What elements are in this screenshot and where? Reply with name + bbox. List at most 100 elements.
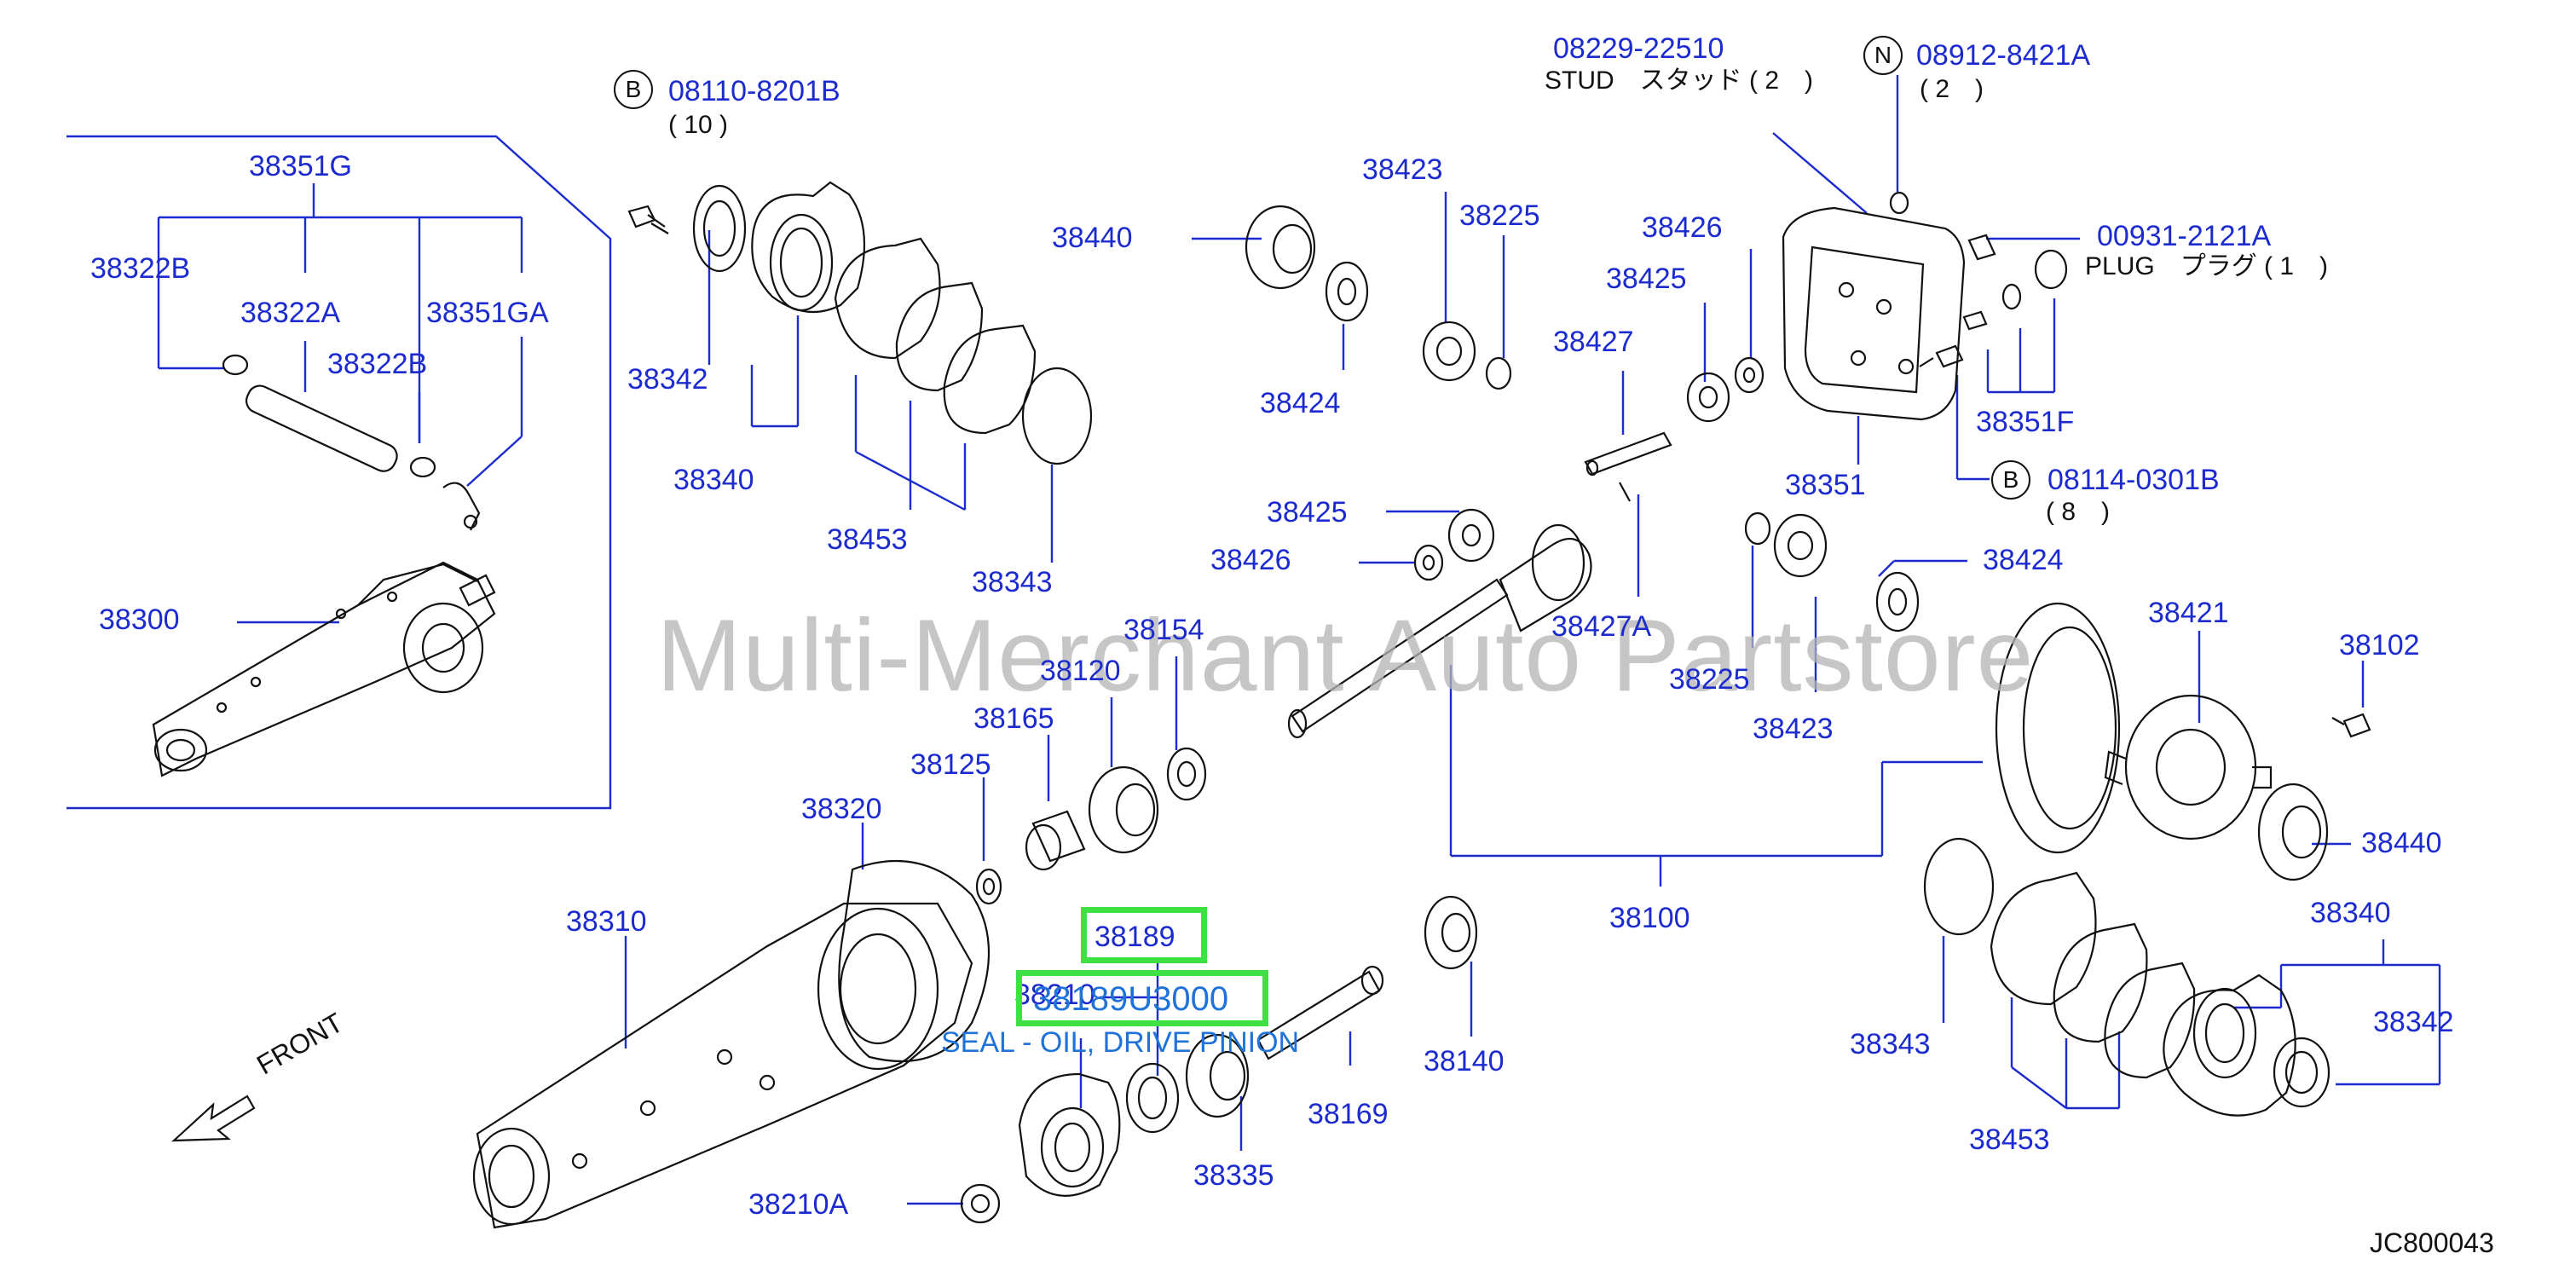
part-label-38342-a[interactable]: 38342 (627, 363, 708, 396)
oring-38343-drawing (1021, 367, 1093, 465)
part-label-38310[interactable]: 38310 (566, 905, 647, 938)
plug-part-label[interactable]: 00931-2121A (2097, 220, 2272, 252)
part-label-38300[interactable]: 38300 (99, 604, 180, 636)
bolt-38102-drawing (2331, 713, 2371, 738)
highlight-box-38189[interactable] (1081, 907, 1207, 963)
inset-axle-drawing (152, 561, 496, 777)
part-label-38322B-a[interactable]: 38322B (90, 252, 191, 285)
pin-38427A-drawing (1619, 482, 1631, 502)
part-label-38453-b[interactable]: 38453 (1969, 1123, 2050, 1156)
part-label-38210[interactable]: 38210 (1014, 979, 1095, 1011)
nut-n-qty: ( 2 ) (1920, 75, 1984, 103)
part-label-38154[interactable]: 38154 (1123, 614, 1204, 646)
highlight-description: SEAL - OIL, DRIVE PINION (941, 1026, 1300, 1059)
part-label-38425-b[interactable]: 38425 (1267, 496, 1348, 529)
bolt-b2-part-label[interactable]: 08114-0301B (2048, 464, 2220, 496)
flange-38210-drawing (1018, 1072, 1121, 1197)
oring-38343b-drawing (1923, 837, 1995, 936)
part-label-38351GA[interactable]: 38351GA (426, 297, 549, 329)
bolt-b2-qty: ( 8 ) (2046, 498, 2110, 526)
nut-n-part-label[interactable]: 08912-8421A (1916, 39, 2091, 72)
spacer-38169-drawing (1256, 965, 1384, 1060)
seal-38342-drawing (692, 184, 747, 273)
part-label-38421[interactable]: 38421 (2148, 597, 2229, 629)
bearing-38440-drawing (1245, 205, 1316, 290)
part-label-38453-a[interactable]: 38453 (827, 523, 908, 556)
shims-38453b-drawing (1990, 871, 2196, 1079)
part-label-38351[interactable]: 38351 (1785, 469, 1866, 501)
stud-description: STUD スタッド ( 2 ) (1545, 66, 1813, 95)
nut-38210A-drawing (960, 1183, 1001, 1224)
bearing-38120-drawing (1088, 765, 1159, 854)
part-label-38342-b[interactable]: 38342 (2373, 1006, 2454, 1038)
part-label-38189[interactable]: 38189 (1095, 921, 1175, 953)
part-label-38426-b[interactable]: 38426 (1210, 544, 1291, 576)
snapring-38225b-drawing (1744, 511, 1771, 546)
pinion-gear-38425-drawing (1686, 372, 1730, 423)
bolt-b2-badge: B (1991, 460, 2030, 500)
part-label-38225-b[interactable]: 38225 (1669, 663, 1750, 696)
breather-hose-drawing (222, 354, 481, 531)
part-label-38440-b[interactable]: 38440 (2361, 827, 2442, 859)
bearing-38335-drawing (1185, 1033, 1250, 1118)
nut-08912-drawing (1889, 191, 1909, 215)
highlight-part-code[interactable]: 38189U3000 (1033, 980, 1229, 1018)
part-label-38100[interactable]: 38100 (1609, 902, 1690, 934)
part-label-38169[interactable]: 38169 (1308, 1098, 1389, 1130)
part-label-38340-b[interactable]: 38340 (2310, 897, 2391, 929)
front-arrow-icon (171, 1095, 256, 1142)
washer-38424b-drawing (1875, 571, 1920, 632)
part-label-38424-b[interactable]: 38424 (1983, 544, 2064, 576)
part-label-38320[interactable]: 38320 (801, 793, 882, 825)
shims-38453-drawing (834, 237, 1037, 435)
shaft-38427-drawing (1584, 431, 1672, 477)
part-label-38440-a[interactable]: 38440 (1052, 222, 1133, 254)
part-label-38427A[interactable]: 38427A (1551, 610, 1652, 643)
highlight-box-38189U3000[interactable] (1016, 970, 1268, 1026)
cover-38351-drawing (1782, 206, 1966, 421)
part-label-38210A[interactable]: 38210A (748, 1188, 849, 1221)
part-label-38335[interactable]: 38335 (1193, 1159, 1274, 1192)
washer-38154-drawing (1166, 747, 1207, 801)
part-label-38426-a[interactable]: 38426 (1642, 211, 1723, 244)
leader-lines (157, 75, 2441, 1205)
part-label-38425-a[interactable]: 38425 (1606, 263, 1687, 295)
pinion-gear-38425b-drawing (1447, 508, 1495, 563)
part-label-38343-b[interactable]: 38343 (1850, 1028, 1931, 1060)
snapring-38225-drawing (1485, 356, 1512, 390)
retainer-38340-drawing (751, 181, 866, 314)
part-label-38225-a[interactable]: 38225 (1459, 199, 1540, 232)
diff-case-38421-drawing (2104, 694, 2273, 840)
part-label-38427[interactable]: 38427 (1553, 326, 1634, 358)
bolt-b1-badge: B (614, 70, 653, 109)
part-label-38120[interactable]: 38120 (1040, 655, 1121, 687)
bolt-b1-part-label[interactable]: 08110-8201B (668, 75, 840, 107)
part-label-38322A[interactable]: 38322A (240, 297, 341, 329)
bearing-38440b-drawing (2257, 783, 2329, 881)
diagram-code: JC800043 (2370, 1227, 2494, 1258)
part-label-38340-a[interactable]: 38340 (673, 464, 754, 496)
part-label-38125[interactable]: 38125 (910, 748, 991, 781)
washer-38125-drawing (975, 868, 1002, 905)
part-label-38423-b[interactable]: 38423 (1753, 713, 1834, 745)
part-label-38343-a[interactable]: 38343 (972, 566, 1053, 598)
part-label-38351G[interactable]: 38351G (249, 150, 352, 182)
part-label-38140[interactable]: 38140 (1424, 1045, 1505, 1077)
plug-description: PLUG プラグ ( 1 ) (2085, 252, 2329, 280)
part-label-38165[interactable]: 38165 (973, 702, 1054, 735)
stud-part-label[interactable]: 08229-22510 (1553, 32, 1724, 65)
plug-00931-drawing (1962, 234, 2068, 331)
part-label-38322B-b[interactable]: 38322B (327, 348, 428, 380)
part-label-38423-a[interactable]: 38423 (1362, 153, 1443, 186)
oil-seal-38189-drawing (1125, 1062, 1180, 1134)
part-label-38424-a[interactable]: 38424 (1260, 387, 1341, 419)
bearing-38140-drawing (1424, 895, 1478, 970)
nut-n-badge: N (1863, 36, 1903, 75)
part-label-38351F[interactable]: 38351F (1976, 406, 2075, 438)
part-label-38102[interactable]: 38102 (2339, 629, 2420, 661)
gear-38423b-drawing (1773, 513, 1828, 578)
gear-38423-drawing (1422, 321, 1476, 382)
collapsible-spacer-38165-drawing (1025, 810, 1086, 871)
